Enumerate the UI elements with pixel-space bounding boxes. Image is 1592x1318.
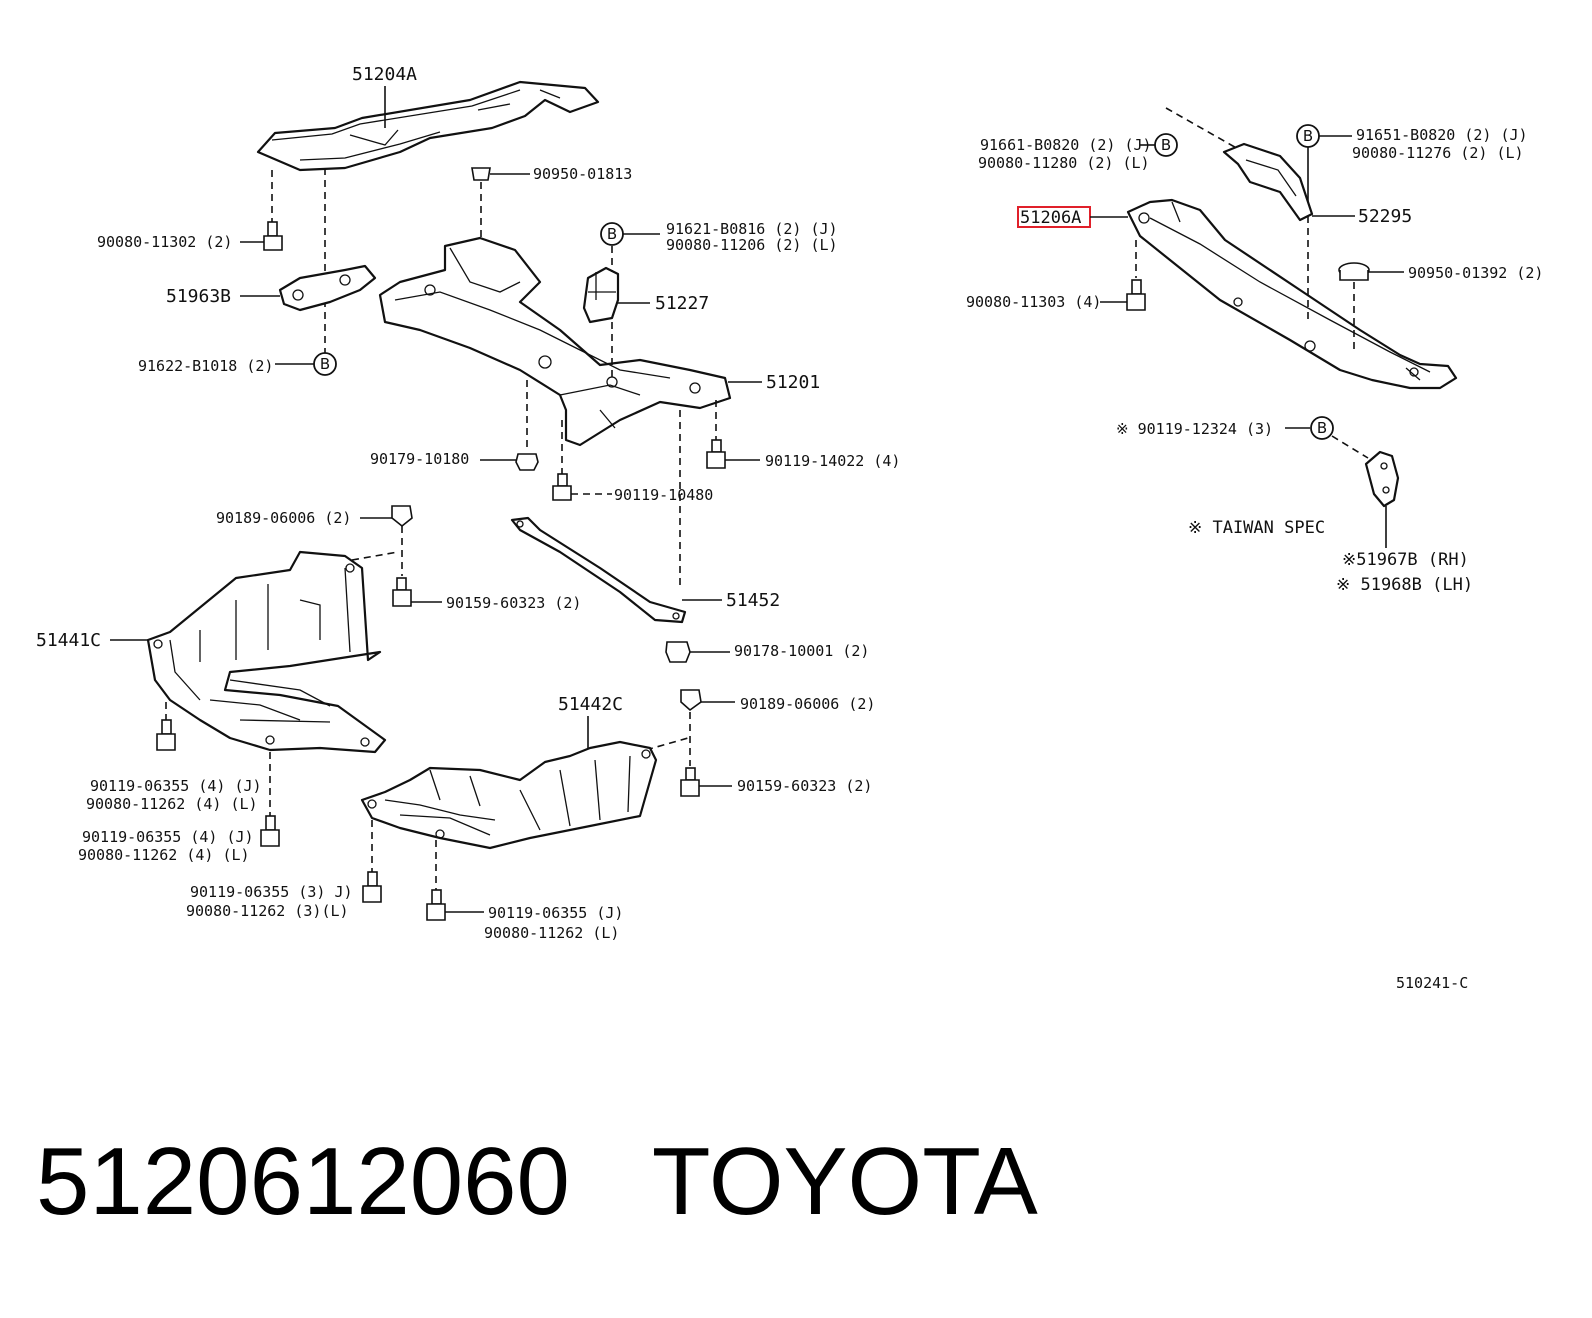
label-91651-b0820: 91651-B0820 (2) (J) <box>1356 126 1528 144</box>
label-90080-11262-d: 90080-11262 (L) <box>484 924 619 942</box>
label-91661-b0820: 91661-B0820 (2) (J) <box>980 136 1152 154</box>
label-90119-06355-a: 90119-06355 (4) (J) <box>90 777 262 795</box>
label-90178-10001: 90178-10001 (2) <box>734 642 869 660</box>
part-51227-shape <box>582 266 620 324</box>
label-51204A: 51204A <box>352 64 417 85</box>
label-90189-06006-a: 90189-06006 (2) <box>216 509 351 527</box>
diagram-code: 510241-C <box>1396 974 1468 992</box>
bolt-90119-14022-icon <box>706 439 726 469</box>
label-90080-11276: 90080-11276 (2) (L) <box>1352 144 1524 162</box>
b-marker-91621: B <box>607 225 617 243</box>
label-90080-11206: 90080-11206 (2) (L) <box>666 236 838 254</box>
clip-90178-10001-icon <box>665 641 691 663</box>
label-90189-06006-b: 90189-06006 (2) <box>740 695 875 713</box>
label-90119-06355-c: 90119-06355 (3) J) <box>190 883 353 901</box>
label-51201: 51201 <box>766 372 820 393</box>
label-51206A: 51206A <box>1020 208 1081 228</box>
label-taiwan-spec: ※ TAIWAN SPEC <box>1188 518 1325 538</box>
part-51967B-51968B-shape <box>1364 450 1400 508</box>
label-90080-11303: 90080-11303 (4) <box>966 293 1101 311</box>
label-51963B: 51963B <box>166 286 231 307</box>
label-90119-10480: 90119-10480 <box>614 486 713 504</box>
nut-90179-10180-icon <box>515 453 539 471</box>
label-90080-11302: 90080-11302 (2) <box>97 233 232 251</box>
label-51967B: ※51967B (RH) <box>1342 550 1469 570</box>
label-51452: 51452 <box>726 590 780 611</box>
label-91621-b0816: 91621-B0816 (2) (J) <box>666 220 838 238</box>
part-51441C-shape <box>146 550 387 754</box>
bolt-51441C-lower-a-icon <box>156 719 176 751</box>
label-90950-01392: 90950-01392 (2) <box>1408 264 1543 282</box>
fastener-90189-06006-a-icon <box>391 505 413 528</box>
bolt-51441C-lower-b-icon <box>260 815 280 847</box>
fastener-90189-06006-b-icon <box>680 689 702 712</box>
label-90080-11262-c: 90080-11262 (3)(L) <box>186 902 349 920</box>
label-51227: 51227 <box>655 293 709 314</box>
label-90119-14022: 90119-14022 (4) <box>765 452 900 470</box>
label-90159-60323-b: 90159-60323 (2) <box>737 777 872 795</box>
b-marker-91622: B <box>320 355 330 373</box>
brand-name: TOYOTA <box>651 1128 1038 1235</box>
part-52295-shape <box>1222 142 1314 222</box>
label-52295: 52295 <box>1358 206 1412 227</box>
part-51206A-shape <box>1126 198 1458 390</box>
bolt-90080-11302-icon <box>263 221 283 251</box>
b-marker-91651: B <box>1303 127 1313 145</box>
label-90159-60323-a: 90159-60323 (2) <box>446 594 581 612</box>
label-90119-06355-b: 90119-06355 (4) (J) <box>82 828 254 846</box>
label-90080-11262-b: 90080-11262 (4) (L) <box>78 846 250 864</box>
part-number: 5120612060 <box>36 1128 570 1235</box>
label-90119-06355-d: 90119-06355 (J) <box>488 904 623 922</box>
grommet-90950-01392-icon <box>1338 262 1370 281</box>
part-51452-shape <box>510 516 687 624</box>
label-90080-11280: 90080-11280 (2) (L) <box>978 154 1150 172</box>
part-51201-shape <box>378 236 732 447</box>
bolt-51442C-lower-a-icon <box>362 871 382 903</box>
label-90119-12324: ※ 90119-12324 (3) <box>1116 420 1273 438</box>
screw-90159-60323-a-icon <box>392 577 412 607</box>
part-51442C-shape <box>360 740 658 850</box>
label-51968B: ※ 51968B (LH) <box>1336 575 1473 595</box>
b-marker-90119: B <box>1317 419 1327 437</box>
label-90179-10180: 90179-10180 <box>370 450 469 468</box>
bolt-90080-11303-icon <box>1126 279 1146 311</box>
part-51204A-shape <box>256 80 600 172</box>
bolt-51442C-lower-b-icon <box>426 889 446 921</box>
label-90950-01813: 90950-01813 <box>533 165 632 183</box>
label-91622-b1018: 91622-B1018 (2) <box>138 357 273 375</box>
label-90080-11262-a: 90080-11262 (4) (L) <box>86 795 258 813</box>
bolt-90119-10480-icon <box>552 473 572 501</box>
b-marker-91661: B <box>1161 136 1171 154</box>
screw-90159-60323-b-icon <box>680 767 700 797</box>
part-51963B-shape <box>278 264 377 312</box>
label-51442C: 51442C <box>558 694 623 715</box>
grommet-90950-01813-icon <box>471 167 491 181</box>
label-51441C: 51441C <box>36 630 101 651</box>
